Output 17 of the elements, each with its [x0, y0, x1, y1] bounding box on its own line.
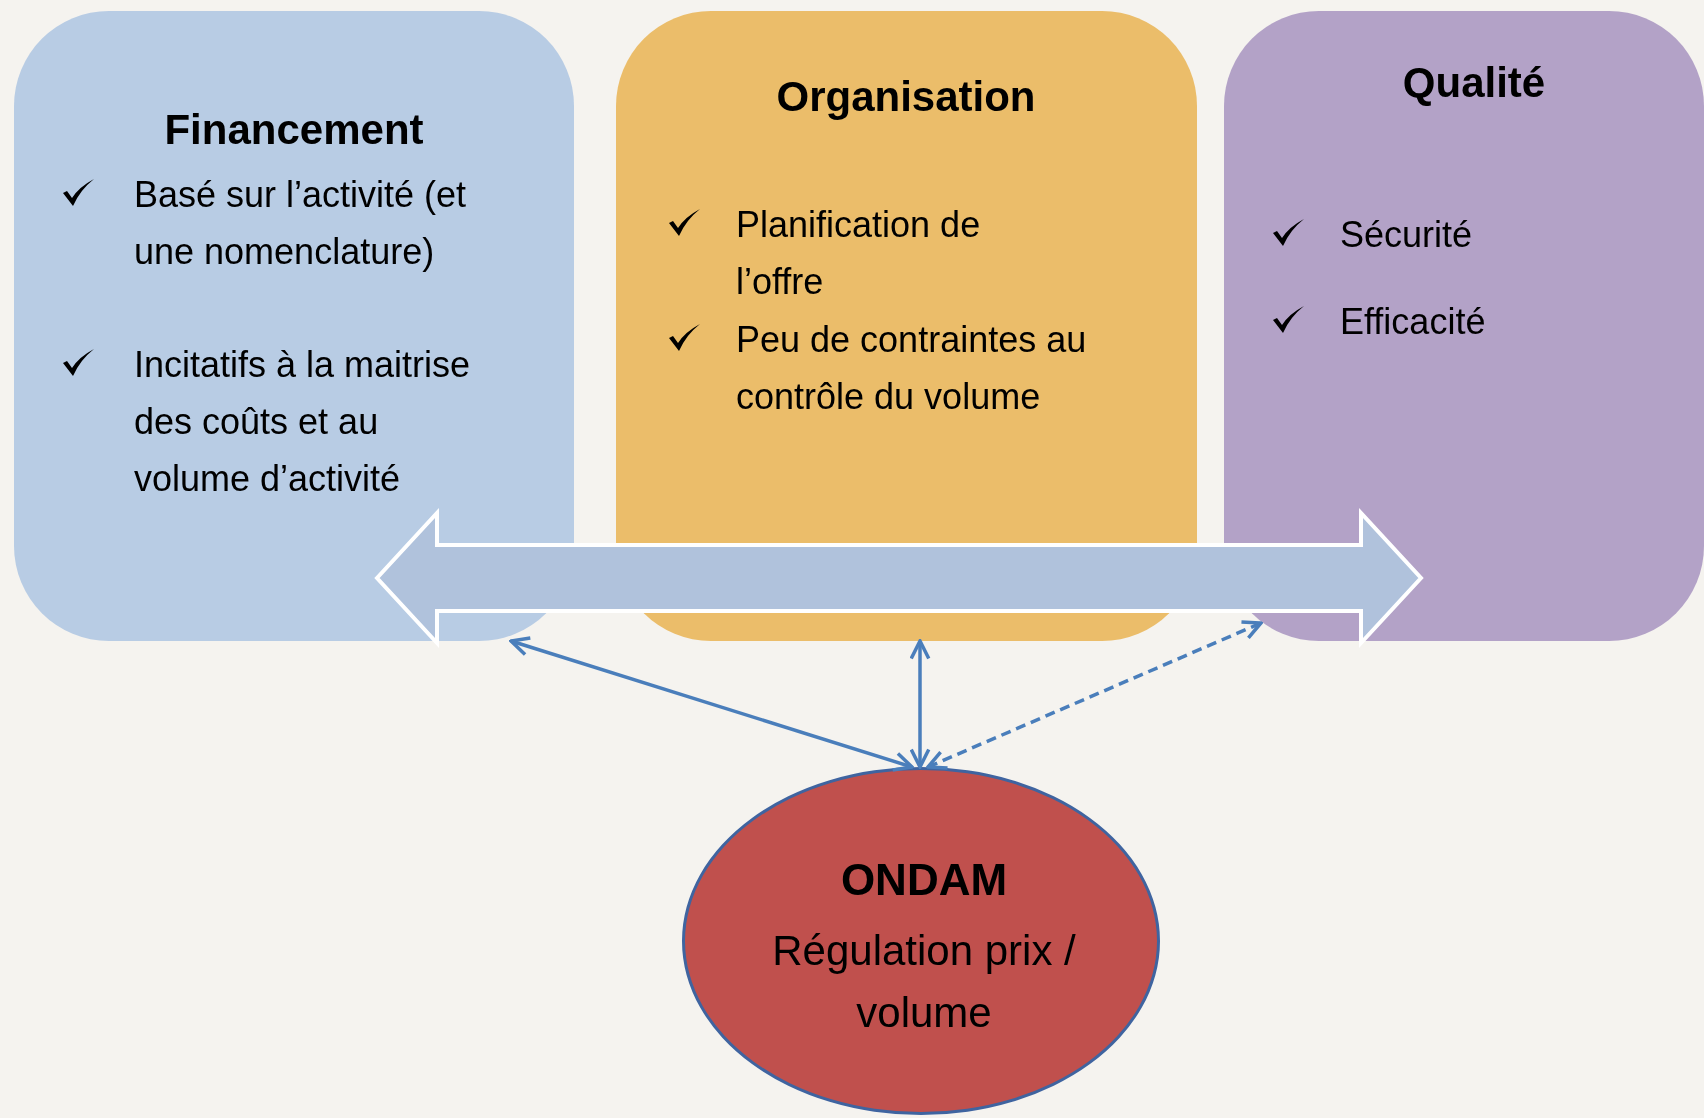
- heading: Qualité: [1401, 59, 1547, 107]
- heading: ONDAM: [839, 855, 1009, 905]
- arrow: [909, 639, 931, 769]
- heading: Organisation: [775, 73, 1037, 121]
- bullet-text: Peu de contraintes au contrôle du volume: [736, 318, 1088, 419]
- category-panel: [1224, 11, 1704, 641]
- bullet-text: Basé sur l’activité (et une nomenclature): [134, 173, 468, 274]
- category-panel: [14, 11, 574, 641]
- heading: Financement: [163, 106, 425, 154]
- bullet-text: Efficacité: [1340, 300, 1487, 344]
- subtitle: Régulation prix / volume: [771, 926, 1077, 1038]
- double-block-arrow: [374, 507, 1424, 649]
- bullet-text: Sécurité: [1340, 213, 1474, 257]
- bullet-text: Planification de l’offre: [736, 203, 982, 304]
- bullet-text: Incitatifs à la maitrise des coûts et au volume d’activité: [134, 343, 472, 501]
- arrow: [509, 636, 914, 772]
- arrow: [926, 620, 1263, 770]
